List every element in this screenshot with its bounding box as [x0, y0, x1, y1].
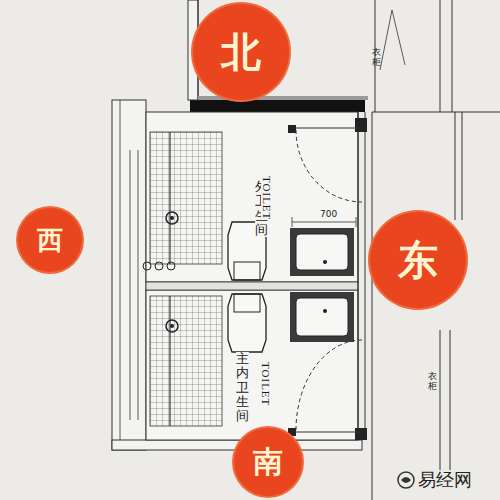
- direction-label: 南: [253, 442, 283, 483]
- wardrobe-label: 衣柜: [372, 48, 381, 68]
- direction-label: 东: [398, 233, 438, 288]
- room-area: 外卫生间TOILET: [146, 112, 358, 282]
- room-area: 主内卫生间 TOILET: [146, 290, 358, 440]
- direction-badge: 东: [370, 212, 466, 308]
- watermark: 易经网: [418, 468, 472, 492]
- dimension: 700: [320, 209, 337, 219]
- direction-badge: 北: [193, 4, 289, 100]
- direction-label: 西: [37, 223, 63, 258]
- room-name: 主内卫生间: [236, 352, 249, 423]
- direction-badge: 南: [234, 428, 302, 496]
- direction-badge: 西: [18, 208, 82, 272]
- wardrobe-label: 衣柜: [428, 372, 437, 392]
- room-name-en: TOILET: [260, 362, 272, 406]
- room-name-en: TOILET: [261, 176, 273, 220]
- direction-label: 北: [221, 25, 261, 80]
